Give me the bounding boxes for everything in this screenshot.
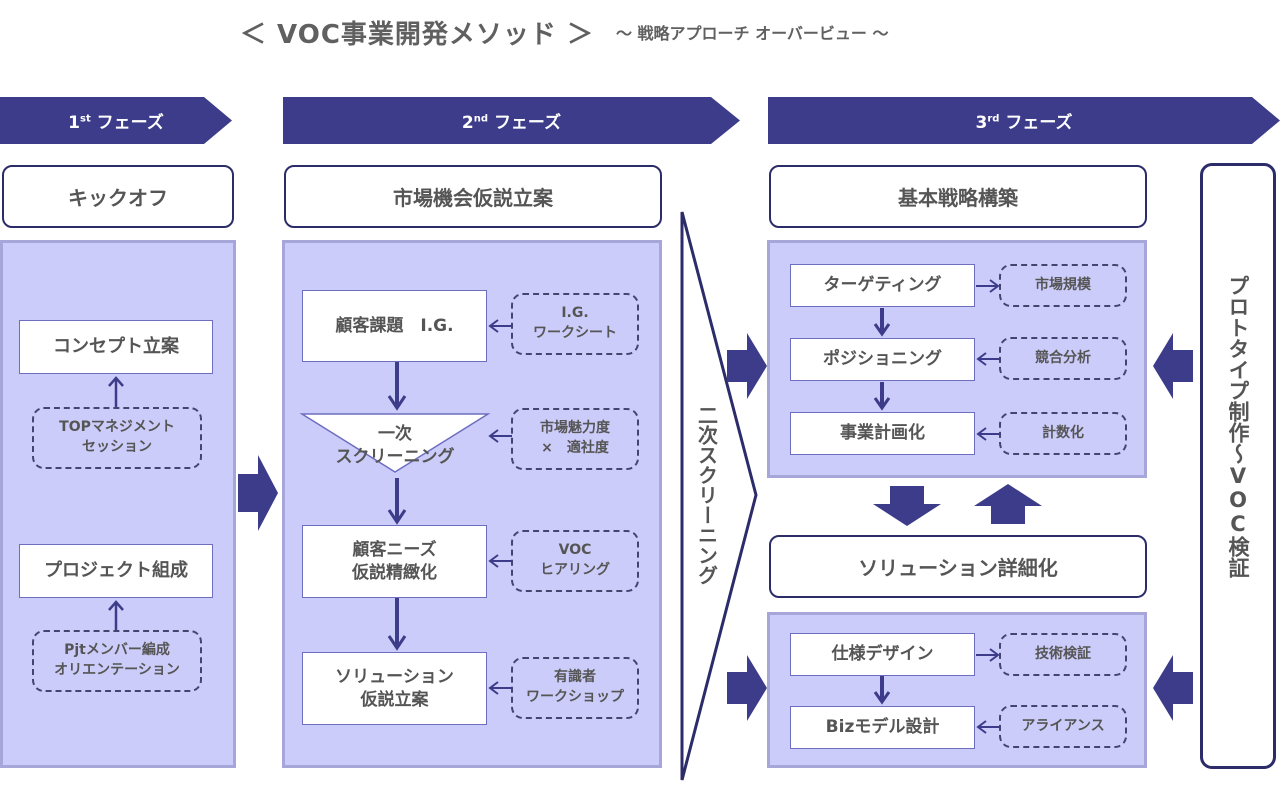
arrow-down-icon xyxy=(387,598,407,651)
screening-funnel-shape xyxy=(299,413,491,473)
input-ig-worksheet: I.G. ワークシート xyxy=(511,293,639,355)
input-market-attractiveness: 市場魅力度 × 適社度 xyxy=(511,408,639,470)
block-arrow-left-icon xyxy=(1153,333,1193,399)
title-sub: ～ 戦略アプローチ オーバービュー ～ xyxy=(615,24,889,43)
arrow-up-icon xyxy=(108,376,124,408)
input-member-orientation: Pjtメンバー編成 オリエンテーション xyxy=(32,630,202,692)
arrow-left-icon xyxy=(976,427,1000,441)
input-top-management: TOPマネジメント セッション xyxy=(32,407,202,469)
arrow-left-icon xyxy=(488,319,512,333)
step-targeting: ターゲティング xyxy=(790,264,975,307)
related-competitor-analysis: 競合分析 xyxy=(999,337,1127,380)
arrow-left-icon xyxy=(488,681,512,695)
step-spec-design: 仕様デザイン xyxy=(790,633,975,676)
block-arrow-right-icon xyxy=(238,455,278,531)
market-hypothesis-header: 市場機会仮説立案 xyxy=(284,165,662,228)
block-arrow-down-icon xyxy=(873,486,941,526)
block-arrow-up-icon xyxy=(974,484,1042,524)
arrow-down-icon xyxy=(387,478,407,525)
phase-banner-3: 3rd フェーズ xyxy=(768,97,1280,144)
page-title: ＜ VOC事業開発メソッド ＞ ～ 戦略アプローチ オーバービュー ～ xyxy=(240,12,889,52)
arrow-down-icon xyxy=(873,308,891,337)
phase-arrow-shape xyxy=(768,97,1280,144)
phase-banner-1: 1st フェーズ xyxy=(0,97,232,144)
related-quantification: 計数化 xyxy=(999,412,1127,455)
arrow-down-icon xyxy=(873,676,891,705)
arrow-down-icon xyxy=(387,362,407,411)
secondary-screening-chevron-shape xyxy=(680,211,758,781)
related-tech-verification: 技術検証 xyxy=(999,633,1127,676)
step-solution-hypothesis: ソリューション 仮説立案 xyxy=(302,652,487,725)
solution-detail-header: ソリューション詳細化 xyxy=(769,535,1147,598)
title-main: ＜ VOC事業開発メソッド ＞ xyxy=(240,19,594,50)
kickoff-header: キックオフ xyxy=(2,165,234,228)
phase-arrow-shape xyxy=(0,97,232,144)
step-concept: コンセプト立案 xyxy=(19,320,213,374)
phase-label-2: 2nd フェーズ xyxy=(461,113,562,133)
secondary-screening-label: 二次スクリーニング xyxy=(694,405,719,585)
arrow-left-icon xyxy=(976,720,1000,734)
step-positioning: ポジショニング xyxy=(790,338,975,381)
input-voc-hearing: VOC ヒアリング xyxy=(511,530,639,592)
phase-banner-2: 2nd フェーズ xyxy=(283,97,740,144)
phase-label-1: 1st フェーズ xyxy=(68,113,164,133)
step-project-formation: プロジェクト組成 xyxy=(19,544,213,598)
prototype-label: プロトタイプ制作～VOC検証 xyxy=(1226,275,1250,578)
block-arrow-right-icon xyxy=(727,655,767,721)
related-market-size: 市場規模 xyxy=(999,264,1127,307)
step-biz-model-design: Bizモデル設計 xyxy=(790,706,975,749)
arrow-left-icon xyxy=(488,429,512,443)
arrow-right-icon xyxy=(976,279,1000,293)
phase-label-3: 3rd フェーズ xyxy=(975,113,1073,133)
arrow-up-icon xyxy=(108,600,124,632)
basic-strategy-header: 基本戦略構築 xyxy=(769,165,1147,228)
arrow-left-icon xyxy=(488,554,512,568)
step-customer-issue: 顧客課題 I.G. xyxy=(302,290,487,362)
step-primary-screening: 一次 スクリーニング xyxy=(335,424,455,467)
block-arrow-right-icon xyxy=(727,333,767,399)
step-customer-needs: 顧客ニーズ 仮説精緻化 xyxy=(302,525,487,598)
arrow-right-icon xyxy=(976,648,1000,662)
prototype-box xyxy=(1200,163,1276,769)
phase-arrow-shape xyxy=(283,97,740,144)
arrow-down-icon xyxy=(873,382,891,411)
step-business-planning: 事業計画化 xyxy=(790,412,975,455)
input-expert-workshop: 有識者 ワークショップ xyxy=(511,657,639,719)
related-alliance: アライアンス xyxy=(999,705,1127,748)
block-arrow-left-icon xyxy=(1153,655,1193,721)
arrow-left-icon xyxy=(976,352,1000,366)
